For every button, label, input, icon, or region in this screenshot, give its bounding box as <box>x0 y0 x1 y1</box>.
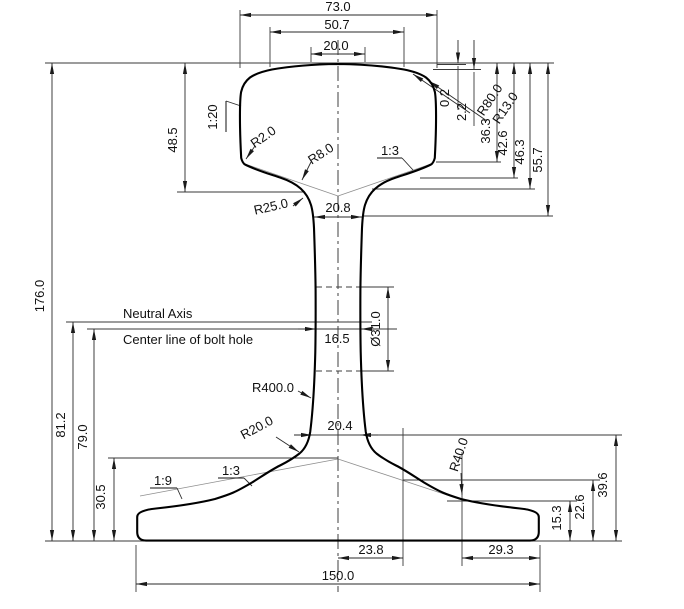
radius-r400-label: R400.0 <box>252 380 294 395</box>
slope-head-side-label: 1:20 <box>205 104 220 129</box>
slope-base-top-outer-label: 1:9 <box>154 473 172 488</box>
dimension-lines <box>49 12 619 587</box>
dim-head-width-label: 73.0 <box>325 0 350 14</box>
dim-base-edge-height-label: 15.3 <box>549 505 564 530</box>
dim-bolt-hole-height-label: 79.0 <box>75 424 90 449</box>
annotation-labels: Neutral Axis Center line of bolt hole <box>123 306 253 347</box>
dim-rail-height-label: 176.0 <box>32 280 47 313</box>
radius-r20-label: R20.0 <box>238 413 276 443</box>
centerlines <box>316 40 362 592</box>
dim-neutral-axis-height-label: 81.2 <box>53 412 68 437</box>
dim-head-top-width-label: 50.7 <box>324 17 349 32</box>
dim-crown-drop-outer-label: 2.2 <box>454 103 469 121</box>
extension-lines <box>45 10 622 592</box>
neutral-axis-label: Neutral Axis <box>123 306 193 321</box>
dim-base-height-label: 39.6 <box>595 472 610 497</box>
dim-crown-width-label: 20.0 <box>323 38 348 53</box>
radius-r40-label: R40.0 <box>446 436 471 474</box>
dim-head-under-depth-label: 46.3 <box>512 139 527 164</box>
dim-web-bottom-width-label: 20.4 <box>327 418 352 433</box>
slope-head-under-label: 1:3 <box>381 143 399 158</box>
slope-base-top-inner-label: 1:3 <box>222 463 240 478</box>
dim-base-outer-offset-label: 29.3 <box>488 542 513 557</box>
dim-base-slope-height-label: 30.5 <box>93 484 108 509</box>
dim-crown-drop-inner-label: 0.2 <box>437 89 452 107</box>
dim-web-thickness-label: 16.5 <box>324 331 349 346</box>
dim-web-top-width-label: 20.8 <box>325 200 350 215</box>
dimension-labels: 73.0 50.7 20.0 0.2 2.2 36.3 42.6 46.3 55… <box>32 0 610 583</box>
leader-lines <box>150 73 488 500</box>
dim-base-inner-offset-label: 23.8 <box>358 542 383 557</box>
dim-head-total-depth-label: 55.7 <box>530 147 545 172</box>
bolt-hole-centerline-label: Center line of bolt hole <box>123 332 253 347</box>
rail-profile-outline <box>136 62 540 542</box>
dim-head-chin-depth-label: 42.6 <box>495 130 510 155</box>
dim-base-width-label: 150.0 <box>322 568 355 583</box>
dim-head-side-depth-label: 36.3 <box>478 118 493 143</box>
dim-head-height-label: 48.5 <box>165 127 180 152</box>
dim-base-mid-height-label: 22.6 <box>572 494 587 519</box>
dim-bolt-hole-dia-label: Ø31.0 <box>368 311 383 346</box>
radius-r25-label: R25.0 <box>252 195 289 217</box>
radius-r8-label: R8.0 <box>305 140 336 168</box>
radius-r2-label: R2.0 <box>248 123 279 151</box>
slope-labels: 1:20 1:3 1:9 1:3 <box>154 104 399 488</box>
